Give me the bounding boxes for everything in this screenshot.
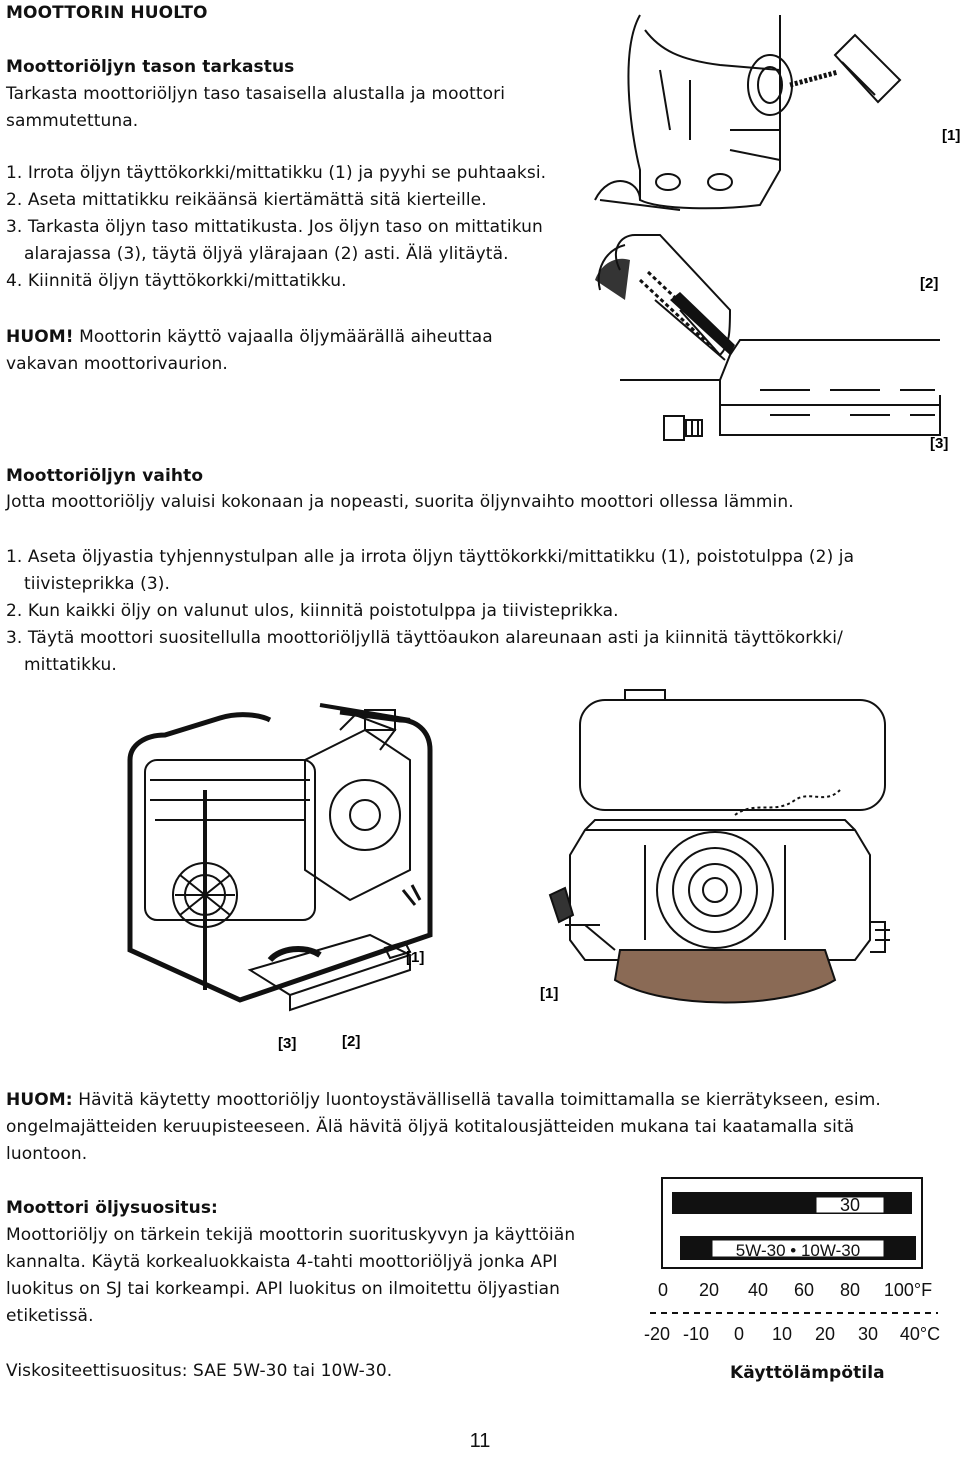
engine-label-1: [1]: [540, 985, 558, 1002]
c-tick-40: 40°C: [900, 1324, 940, 1344]
f-tick-40: 40: [748, 1280, 768, 1300]
oil-change-step-1: 1. Aseta öljyastia tyhjennystulpan alle …: [6, 547, 855, 567]
oil-change-heading: Moottoriöljyn vaihto: [6, 466, 204, 486]
c-tick-30: 30: [858, 1324, 878, 1344]
oil-check-step-3-cont: alarajassa (3), täytä öljyä ylärajaan (2…: [24, 244, 509, 264]
oil-change-step-2: 2. Kun kaikki öljy on valunut ulos, kiin…: [6, 601, 619, 621]
disposal-label: HUOM:: [6, 1090, 73, 1110]
oil-check-note: HUOM! Moottorin käyttö vajaalla öljymäär…: [6, 324, 493, 350]
c-tick-minus10: -10: [683, 1324, 709, 1344]
oil-30-label: 30: [840, 1195, 860, 1215]
f-tick-80: 80: [840, 1280, 860, 1300]
c-tick-10: 10: [772, 1324, 792, 1344]
oil-check-step-4: 4. Kiinnitä öljyn täyttökorkki/mittatikk…: [6, 271, 347, 291]
pump-label-plug: [1]: [406, 949, 424, 966]
label-box-multigrade: [711, 1239, 885, 1258]
viscosity-chart: 30 5W-30 • 10W-30 0 20 40 60 80 100°F -2…: [644, 1177, 940, 1344]
note-text: Moottorin käyttö vajaalla öljymäärällä a…: [73, 327, 493, 347]
dipstick-label-2: [2]: [920, 275, 938, 292]
disposal-note-end: luontoon.: [6, 1144, 88, 1164]
recommendation-line-1: Moottoriöljy on tärkein tekijä moottorin…: [6, 1225, 576, 1245]
dipstick-label-1: [1]: [942, 127, 960, 144]
oil-change-intro: Jotta moottoriöljy valuisi kokonaan ja n…: [6, 492, 794, 512]
f-tick-20: 20: [699, 1280, 719, 1300]
page-number: 11: [469, 1430, 491, 1452]
oil-check-heading: Moottoriöljyn tason tarkastus: [6, 57, 295, 77]
oil-change-step-3-cont: mittatikku.: [24, 655, 117, 675]
label-box-30: [815, 1196, 885, 1214]
oil-change-step-1-cont: tiivisteprikka (3).: [24, 574, 170, 594]
pump-figure: [1] [3] [2]: [127, 703, 433, 1052]
disposal-note-cont: ongelmajätteiden keruupisteeseen. Älä hä…: [6, 1117, 855, 1137]
disposal-note: HUOM: Hävitä käytetty moottoriöljy luont…: [6, 1087, 881, 1113]
oil-check-intro-cont: sammutettuna.: [6, 111, 139, 131]
f-tick-0: 0: [658, 1280, 668, 1300]
viscosity-recommendation: Viskositeettisuositus: SAE 5W-30 tai 10W…: [6, 1361, 393, 1381]
dipstick-figure: [1] [2] [3]: [594, 14, 960, 452]
engine-figure: [1]: [540, 689, 890, 1004]
recommendation-line-3: luokitus on SJ tai korkeampi. API luokit…: [6, 1279, 561, 1299]
note-label: HUOM!: [6, 327, 74, 347]
c-tick-20: 20: [815, 1324, 835, 1344]
oil-check-note-cont: vakavan moottorivaurion.: [6, 354, 228, 374]
pump-label-washer: [3]: [278, 1035, 296, 1052]
oil-check-step-2: 2. Aseta mittatikku reikäänsä kiertämätt…: [6, 190, 487, 210]
recommendation-heading: Moottori öljysuositus:: [6, 1198, 218, 1218]
page-title: MOOTTORIN HUOLTO: [6, 3, 208, 23]
recommendation-line-4: etiketissä.: [6, 1306, 94, 1326]
oil-check-step-3: 3. Tarkasta öljyn taso mittatikusta. Jos…: [6, 217, 543, 237]
c-tick-0: 0: [734, 1324, 744, 1344]
chart-frame: [661, 1177, 923, 1269]
oil-check-intro: Tarkasta moottoriöljyn taso tasaisella a…: [6, 84, 506, 104]
dipstick-label-3: [3]: [930, 435, 948, 452]
pump-label-drain: [2]: [342, 1033, 360, 1050]
oil-multigrade-label: 5W-30 • 10W-30: [736, 1241, 860, 1260]
recommendation-line-2: kannalta. Käytä korkealuokkaista 4-tahti…: [6, 1252, 558, 1272]
c-tick-minus20: -20: [644, 1324, 670, 1344]
f-tick-60: 60: [794, 1280, 814, 1300]
oil-check-step-1: 1. Irrota öljyn täyttökorkki/mittatikku …: [6, 163, 547, 183]
f-tick-100: 100°F: [884, 1280, 932, 1300]
disposal-text: Hävitä käytetty moottoriöljy luontoystäv…: [72, 1090, 881, 1110]
chart-caption: Käyttölämpötila: [730, 1363, 885, 1383]
oil-change-step-3: 3. Täytä moottori suositellulla moottori…: [6, 628, 843, 648]
